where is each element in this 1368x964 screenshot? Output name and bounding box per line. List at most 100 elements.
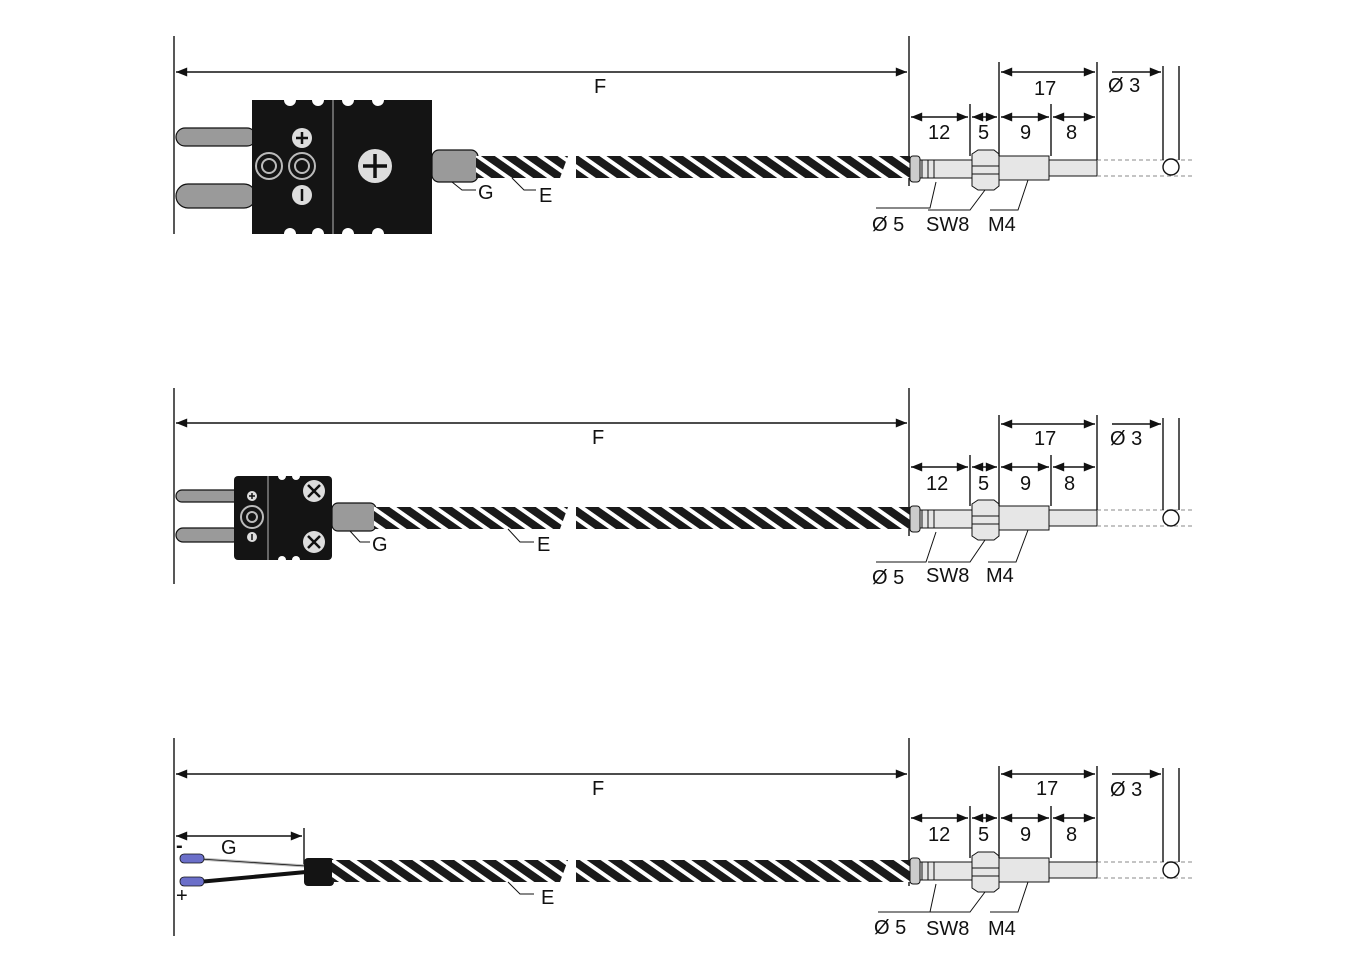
thread-M4 [998,857,1050,883]
leader-SW8 [928,539,986,563]
leader-E [511,177,536,191]
hex-nut-faces [972,165,999,175]
leader-M4 [990,881,1029,913]
label-E: E [541,887,554,909]
minus-marking-icon [292,185,312,205]
label-5: 5 [978,473,989,495]
pin-positive [175,127,257,147]
leader-SW8 [928,189,986,211]
label-G: G [478,182,494,204]
wire-tip-plus [179,876,205,887]
leader-SW8 [928,891,986,913]
label-5: 5 [978,122,989,144]
hex-nut-faces [972,515,999,525]
socket-icon [255,152,316,180]
label-M4: M4 [988,918,1016,940]
probe-end-circle [1162,861,1180,879]
label-E: E [537,534,550,556]
braided-cable-left [374,507,568,529]
label-12: 12 [926,473,948,495]
label-F: F [592,427,604,449]
center-dash-lines [1097,509,1193,527]
strain-relief-G [331,502,377,532]
lead-wire-minus-outline [199,858,307,867]
thread-M4 [998,505,1050,531]
label-SW8: SW8 [926,918,969,940]
pin-negative [175,527,241,543]
variant-large-connector: F [173,36,1193,240]
probe-tip [1048,509,1098,527]
hex-nut-SW8 [971,851,1000,893]
ferrule [909,505,921,533]
connector-notches [278,472,300,564]
variant-mini-connector: F G [173,388,1193,589]
label-17: 17 [1034,428,1056,450]
screw-cross-bottom-icon [303,531,325,553]
label-dia3: Ø 3 [1110,779,1142,801]
lead-wire-plus [197,870,307,884]
screw-cross-top-icon [303,480,325,502]
center-dash-lines [1097,159,1193,177]
variant-free-leads: F G - + E 17 12 5 [173,738,1193,940]
ferrule [909,857,921,885]
label-F: F [594,76,606,98]
pin-negative [175,183,257,209]
label-M4: M4 [988,214,1016,236]
label-G: G [221,837,237,859]
pin-positive [175,489,241,503]
sleeve-knurl [921,510,935,528]
minus-marking-icon [247,532,257,542]
leader-dia5 [876,181,937,209]
label-plus: + [176,885,188,907]
leader-dia5 [876,531,937,563]
leader-G [451,181,476,191]
socket-icon [240,505,264,529]
label-8: 8 [1066,824,1077,846]
label-dia3: Ø 3 [1108,75,1140,97]
label-dia5: Ø 5 [874,917,906,939]
leader-E [507,881,534,895]
screw-plus-icon [358,149,392,183]
label-minus: - [176,835,183,857]
connector-notches [284,94,384,240]
sleeve-knurl [921,160,935,178]
label-12: 12 [928,824,950,846]
braided-cable-right [576,507,910,529]
braided-cable-left [476,156,568,178]
label-dia3: Ø 3 [1110,428,1142,450]
hex-nut-faces [972,867,999,877]
label-8: 8 [1066,122,1077,144]
probe-tip [1048,861,1098,879]
label-SW8: SW8 [926,565,969,587]
label-G: G [372,534,388,556]
leader-E [507,528,534,543]
leader-M4 [990,179,1029,211]
label-M4: M4 [986,565,1014,587]
leader-M4 [988,529,1029,563]
label-9: 9 [1020,122,1031,144]
plus-marking-icon [247,491,257,501]
label-dia5: Ø 5 [872,214,904,236]
leader-G [349,530,370,543]
wire-tip-minus [179,853,205,864]
braided-cable-left [332,860,568,882]
leader-dia5 [878,883,937,913]
strain-relief-G [431,149,479,183]
thread-M4 [998,155,1050,181]
label-8: 8 [1064,473,1075,495]
plus-marking-icon [292,128,312,148]
label-F: F [592,778,604,800]
large-connector-body [252,100,432,234]
braided-cable-right [576,860,910,882]
label-9: 9 [1020,824,1031,846]
label-E: E [539,185,552,207]
hex-nut-SW8 [971,149,1000,191]
braided-cable-right [576,156,910,178]
label-9: 9 [1020,473,1031,495]
center-dash-lines [1097,861,1193,879]
label-SW8: SW8 [926,214,969,236]
label-12: 12 [928,122,950,144]
ferrule [909,155,921,183]
probe-end-circle [1162,509,1180,527]
